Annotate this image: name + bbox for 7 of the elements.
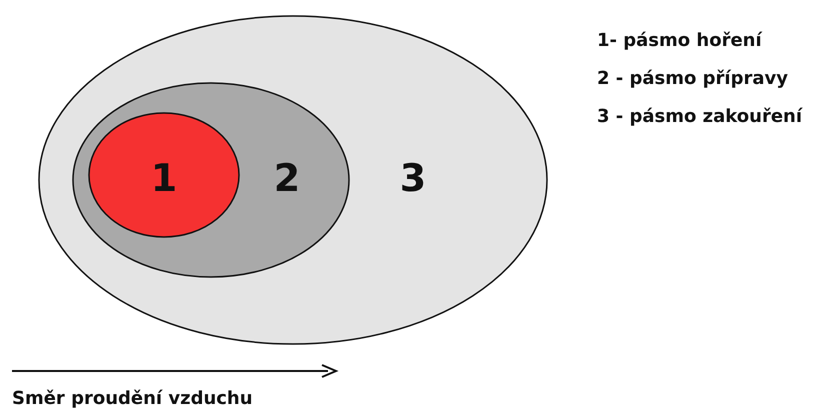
- zone-number: 2: [274, 159, 300, 197]
- zone-number: 1: [150, 159, 178, 197]
- direction-label: Směr proudění vzduchu: [12, 390, 253, 408]
- zone-legend-text: 1- pásmo hoření: [597, 32, 762, 50]
- zone-legend-text: 3 - pásmo zakouření: [597, 108, 802, 126]
- zone-number: 3: [400, 159, 426, 197]
- zone-legend-text: 2 - pásmo přípravy: [597, 70, 788, 88]
